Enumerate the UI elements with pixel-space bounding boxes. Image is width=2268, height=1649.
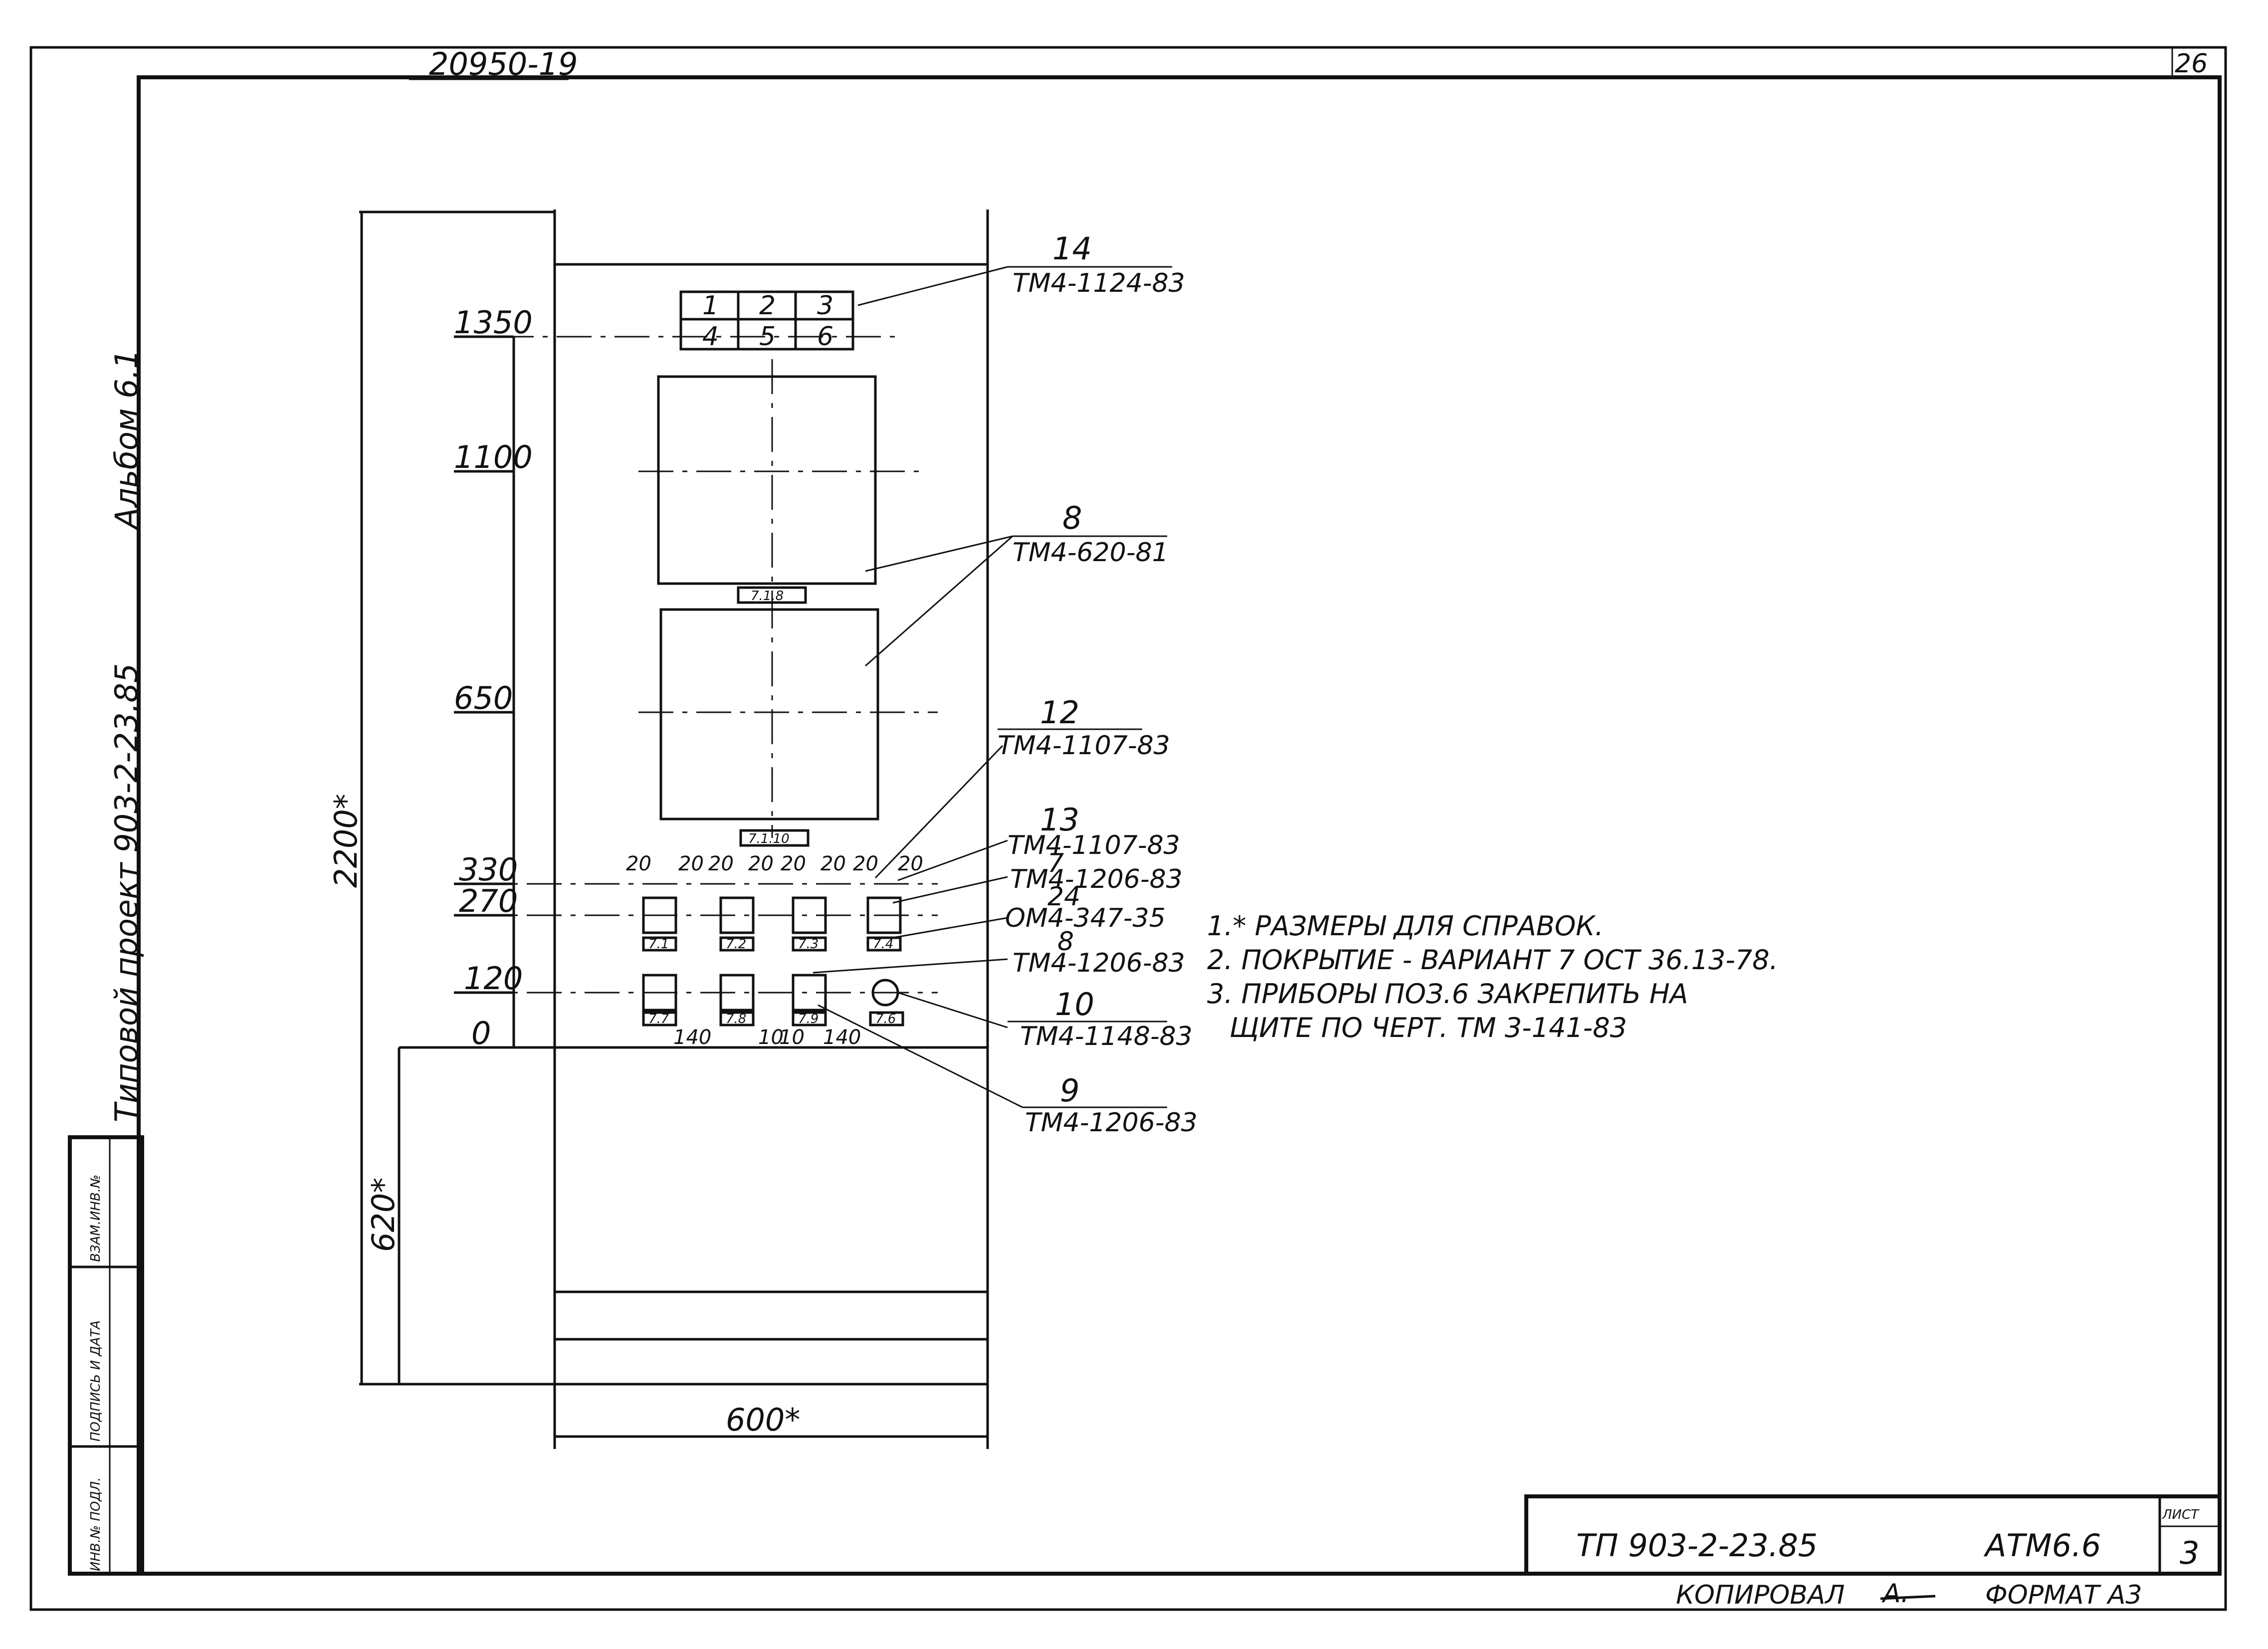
spacing-20-f: 20 <box>821 852 846 875</box>
grid-cell-1: 1 <box>702 291 719 321</box>
callout-14-ref: ТМ4-1124-83 <box>1013 268 1185 298</box>
notes: 1.* РАЗМЕРЫ ДЛЯ СПРАВОК. 2. ПОКРЫТИЕ - В… <box>1207 910 1778 1043</box>
level-1100: 1100 <box>454 439 533 475</box>
gap-10-a: 10 <box>758 1026 784 1049</box>
title-drawing-code: АТМ6.6 <box>1983 1527 2101 1564</box>
tag-120-1: 7.7 <box>648 1012 669 1027</box>
overall-height-dim: 2200* <box>328 794 364 888</box>
stamp-sign-label: ПОДПИСЬ И ДАТА <box>88 1320 103 1442</box>
tag-270-1: 7.1 <box>648 937 669 952</box>
spacing-20-a: 20 <box>626 852 651 875</box>
level-650: 650 <box>454 680 513 716</box>
title-block: ТП 903-2-23.85 АТМ6.6 ЛИСТ 3 <box>1524 1494 2222 1576</box>
callout-10-pos: 10 <box>1055 986 1094 1023</box>
device-row-120: 7.7 7.8 7.9 7.6 <box>642 974 904 1027</box>
callout-10: 10 ТМ4-1148-83 <box>1008 986 1193 1051</box>
spacing-20-h: 20 <box>898 852 923 875</box>
doc-number: 20950-19 <box>429 46 578 82</box>
format-label: ФОРМАТ А3 <box>1985 1580 2142 1610</box>
grid-cell-2: 2 <box>759 291 776 321</box>
instrument-lower <box>638 594 938 838</box>
callout-9-ref: ТМ4-1206-83 <box>1025 1108 1198 1138</box>
callout-8a-ref: ТМ4-620-81 <box>1013 538 1169 568</box>
spacing-20-c: 20 <box>708 852 734 875</box>
spacing-labels: 20 20 20 20 20 20 20 20 <box>626 852 923 875</box>
gap-140-right: 140 <box>823 1026 861 1049</box>
callout-10-ref: ТМ4-1148-83 <box>1020 1022 1193 1051</box>
callout-12-ref: ТМ4-1107-83 <box>998 731 1170 761</box>
callout-13: 13 ТМ4-1107-83 <box>1008 802 1180 860</box>
callout-12-pos: 12 <box>1040 694 1079 731</box>
callout-9-pos: 9 <box>1060 1072 1079 1109</box>
callout-8-bottom: 8 ТМ4-1206-83 <box>1013 927 1185 978</box>
project-title: Типовой проект 903-2-23.85 <box>108 663 145 1122</box>
callout-14-pos: 14 <box>1052 230 1092 267</box>
note-3-cont: ЩИТЕ ПО ЧЕРТ. ТМ 3-141-83 <box>1230 1012 1627 1043</box>
tag-270-4: 7.4 <box>873 937 893 952</box>
callout-13-pos: 13 <box>1040 802 1079 838</box>
tag-120-2: 7.8 <box>726 1012 746 1027</box>
sheet-number: 3 <box>2180 1535 2199 1571</box>
bottom-height-label: 620* <box>365 1178 402 1252</box>
grid-cell-3: 3 <box>817 291 833 321</box>
project-label: Типовой проект 903-2-23.85 <box>108 663 145 1122</box>
bottom-height-dim: 620* <box>365 1178 402 1252</box>
callout-12: 12 ТМ4-1107-83 <box>998 694 1170 761</box>
spacing-20-b: 20 <box>678 852 704 875</box>
stamp-inv-label: ИНВ.№ ПОДЛ. <box>88 1477 103 1571</box>
width-label: 600* <box>726 1402 800 1438</box>
title-project-code: ТП 903-2-23.85 <box>1576 1527 1818 1564</box>
tag-plate-1-text: 7.1.8 <box>751 589 784 604</box>
tag-plate-2-text: 7.1.10 <box>748 831 790 846</box>
dimension-lines <box>359 210 988 1438</box>
tag-270-2: 7.2 <box>726 937 746 952</box>
tag-270-3: 7.3 <box>798 937 819 952</box>
callout-13-ref: ТМ4-1107-83 <box>1008 830 1180 860</box>
album-label: Альбом 6.1 <box>108 349 145 531</box>
stamp-replace-label: ВЗАМ.ИНВ.№ <box>88 1175 103 1262</box>
callout-7: 7 ТМ4-1206-83 <box>1010 848 1183 894</box>
callout-9: 9 ТМ4-1206-83 <box>1023 1072 1198 1138</box>
spacing-20-d: 20 <box>748 852 774 875</box>
copied-label: КОПИРОВАЛ <box>1676 1580 1845 1610</box>
level-0: 0 <box>471 1015 491 1051</box>
tag-120-4: 7.6 <box>875 1012 896 1027</box>
note-1: 1.* РАЗМЕРЫ ДЛЯ СПРАВОК. <box>1207 910 1604 942</box>
sheet-frame <box>29 46 2227 1611</box>
level-330: 330 <box>459 851 518 888</box>
gap-10-b: 10 <box>779 1026 805 1049</box>
tag-120-3: 7.9 <box>798 1012 819 1027</box>
indicator-grid: 1 2 3 4 5 6 <box>679 290 854 352</box>
callout-24-ref: ОМ4-347-35 <box>1005 903 1166 933</box>
note-2: 2. ПОКРЫТИЕ - ВАРИАНТ 7 ОСТ 36.13-78. <box>1207 944 1778 976</box>
note-3: 3. ПРИБОРЫ ПОЗ.6 ЗАКРЕПИТЬ НА <box>1207 978 1688 1010</box>
album-title: Альбом 6.1 <box>108 349 145 531</box>
level-1350: 1350 <box>454 304 533 341</box>
tag-plate-2 <box>739 829 810 847</box>
leader-lines <box>813 266 1023 1108</box>
callout-8b-pos: 8 <box>1057 927 1074 957</box>
device-row-270: 7.1 7.2 7.3 7.4 <box>642 896 902 952</box>
callout-7-pos: 7 <box>1047 848 1064 878</box>
left-stamp: ИНВ.№ ПОДЛ. ПОДПИСЬ И ДАТА ВЗАМ.ИНВ.№ <box>68 1135 144 1576</box>
callout-14: 14 ТМ4-1124-83 <box>1008 230 1185 298</box>
sheet-label: ЛИСТ <box>2162 1507 2200 1522</box>
instrument-upper <box>638 359 920 599</box>
callout-8a-pos: 8 <box>1062 500 1082 536</box>
level-270: 270 <box>459 883 518 919</box>
spacing-20-g: 20 <box>853 852 878 875</box>
spacing-20-e: 20 <box>781 852 806 875</box>
level-120: 120 <box>464 960 523 997</box>
page-corner-number: 26 <box>2175 49 2208 79</box>
callout-7-ref: ТМ4-1206-83 <box>1010 864 1183 894</box>
callout-24-pos: 24 <box>1047 882 1080 912</box>
copied-sign: А. <box>1881 1579 1909 1609</box>
callout-8b-ref: ТМ4-1206-83 <box>1013 948 1185 978</box>
callout-24: 24 ОМ4-347-35 <box>1005 882 1166 933</box>
gap-140-left: 140 <box>673 1026 711 1049</box>
overall-height-label: 2200* <box>328 794 364 888</box>
callout-8-top: 8 ТМ4-620-81 <box>1013 500 1169 568</box>
